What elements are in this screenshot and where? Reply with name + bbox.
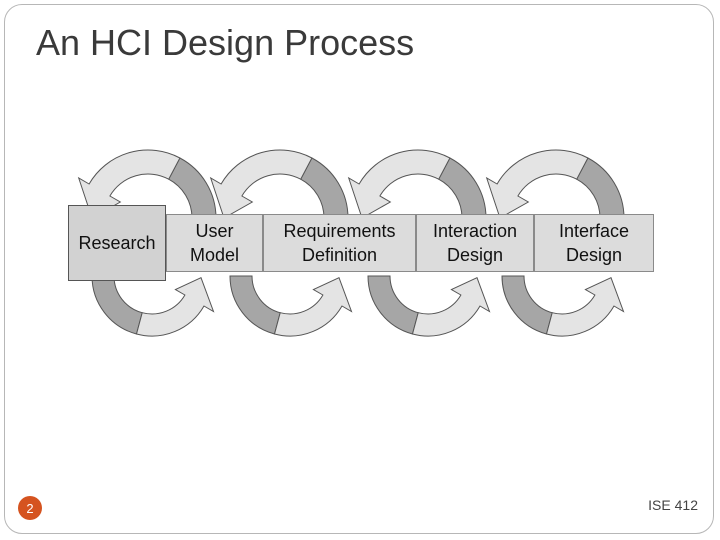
stage-label: Research [78,233,156,253]
stage-interface-design: Interface Design [534,214,654,272]
lower-cycle-arrow-3 [367,275,491,337]
arrow-body-dark [300,157,349,219]
arrow-head-light [77,149,181,219]
upper-cycle-arrow-3 [347,149,487,219]
arrow-body-dark [501,275,553,335]
arrow-body-dark [367,275,419,335]
arrow-body-dark [438,157,487,219]
arrow-head-light [273,277,353,337]
stage-research: Research [68,205,166,281]
upper-cycle-arrow-2 [209,149,349,219]
stage-label: Interface Design [558,221,630,265]
arrow-body-dark [168,157,217,219]
arrow-body-dark [91,275,143,335]
stage-requirements-definition: Requirements Definition [263,214,416,272]
arrow-body-dark [576,157,625,219]
slide-title: An HCI Design Process [36,22,415,63]
lower-cycle-arrow-4 [501,275,625,337]
stage-label: User Model [189,221,240,265]
arrow-head-light [411,277,491,337]
footer-course-code: ISE 412 [648,497,698,513]
stage-user-model: User Model [166,214,263,272]
page-number-badge: 2 [18,496,42,520]
stage-label: Requirements Definition [283,221,396,265]
arrow-body-dark [229,275,281,335]
arrow-head-light [545,277,625,337]
arrow-head-light [209,149,313,219]
stage-label: Interaction Design [432,221,518,265]
upper-cycle-arrow-1 [77,149,217,219]
stage-interaction-design: Interaction Design [416,214,534,272]
lower-cycle-arrow-1 [91,275,215,337]
arrow-head-light [485,149,589,219]
upper-cycle-arrow-4 [485,149,625,219]
arrow-head-light [135,277,215,337]
lower-cycle-arrow-2 [229,275,353,337]
arrow-head-light [347,149,451,219]
